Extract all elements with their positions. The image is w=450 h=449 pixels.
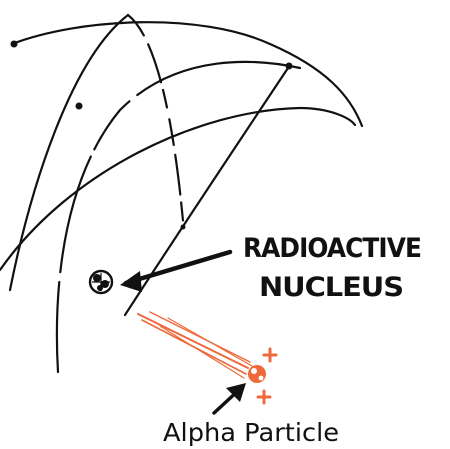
orbit-path-tall-right: [126, 13, 186, 234]
orbit-path-middle: [55, 60, 302, 374]
orbit-path-tall-left: [8, 13, 130, 292]
path-marker-dot: [180, 224, 186, 230]
orbit-path-wide: [0, 106, 357, 272]
orbit-path-top: [10, 21, 364, 128]
path-marker-dot: [75, 102, 83, 110]
nucleus-icon: [88, 269, 114, 295]
nucleus-label-line1: RADIOACTIVE: [243, 233, 421, 264]
alpha-arrow: [212, 383, 246, 415]
nucleus-arrow: [120, 249, 233, 292]
alpha-particle-label: Alpha Particle: [163, 418, 339, 447]
path-marker-dot: [285, 62, 293, 70]
alpha-particle-trail: [137, 311, 253, 379]
path-marker-dot: [10, 40, 18, 48]
alpha-particle-icon: [248, 365, 266, 383]
orbit-path-diagonal: [123, 63, 292, 317]
nucleus-label-line2: NUCLEUS: [259, 272, 403, 303]
positive-charge-icon: [256, 347, 278, 405]
